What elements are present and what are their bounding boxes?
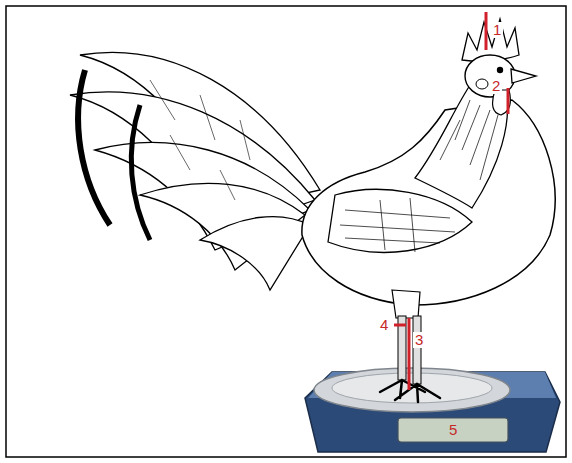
callout-number: 3	[413, 332, 425, 348]
callout-number: 5	[447, 422, 459, 438]
callout-number: 4	[378, 317, 390, 333]
callout-number: 2	[490, 78, 502, 94]
callout-number: 1	[491, 22, 503, 38]
